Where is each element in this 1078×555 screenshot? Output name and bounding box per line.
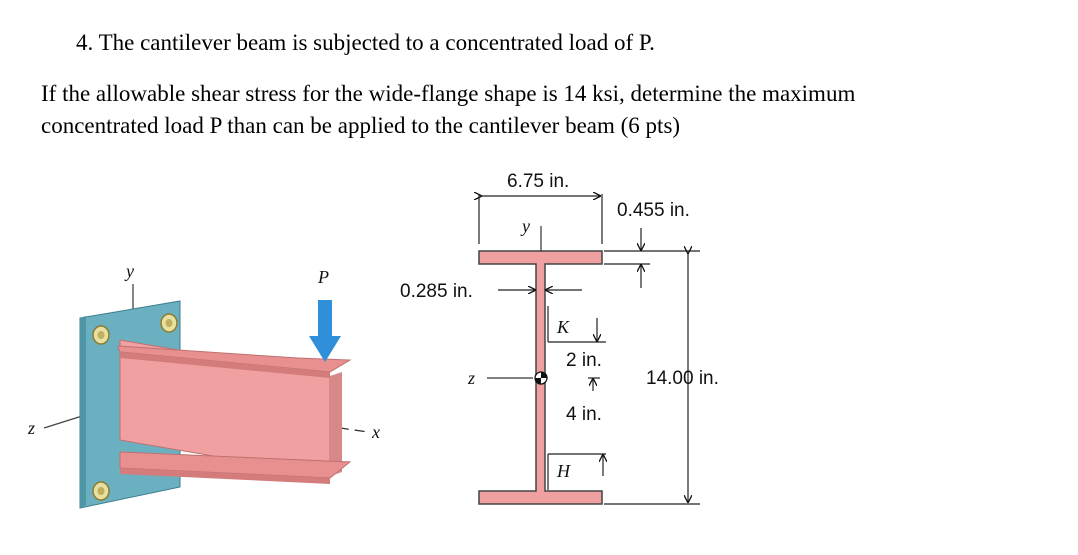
question-line-2: If the allowable shear stress for the wi… [41,81,856,106]
flange-width-label: 6.75 in. [507,171,569,192]
load-label: P [317,267,329,287]
section-z-label: z [467,368,475,388]
section-y-label: y [520,216,530,236]
centroid-icon [534,371,548,385]
beam-top-flange [117,345,352,373]
dim-4in-label: 4 in. [566,404,602,425]
point-k-label: K [556,317,570,337]
bolt-icon [160,313,178,333]
axis-y-label: y [124,261,134,281]
point-h-label: H [556,461,571,481]
bolt-icon [92,325,110,345]
question-line-1: 4. The cantilever beam is subjected to a… [76,30,655,55]
question-line-3: concentrated load P than can be applied … [41,113,681,138]
flange-thickness-label: 0.455 in. [617,200,690,221]
cross-section-figure: y z 6.75 in. 0.455 in. 14.00 in. 0.285 i… [400,171,719,505]
load-arrow-icon [309,300,341,362]
depth-label: 14.00 in. [646,368,719,389]
bolt-icon [92,481,110,501]
axis-z-label: z [27,418,35,438]
axis-x-label: x [371,422,380,442]
cantilever-beam-figure: y z x P [27,261,380,509]
web-thickness-label: 0.285 in. [400,281,473,302]
dim-2in-label: 2 in. [566,350,602,371]
